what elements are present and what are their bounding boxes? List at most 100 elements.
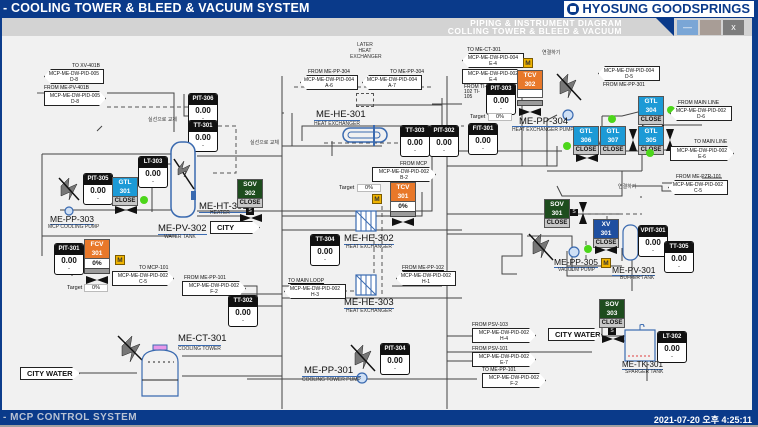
instrument-tag: VPIT-301 bbox=[639, 226, 667, 237]
valve-state: CLOSE bbox=[113, 196, 137, 205]
connector-ref: MCP-ME-DW-PID-002 bbox=[117, 273, 169, 279]
pump-icon bbox=[562, 109, 574, 121]
connector-sheet: E-4 bbox=[489, 61, 497, 67]
manual-mode-button[interactable]: M bbox=[523, 58, 533, 68]
valve-state: CLOSE bbox=[600, 318, 624, 327]
valve-number: 301 bbox=[85, 249, 109, 258]
target-input[interactable]: 0% bbox=[357, 184, 381, 192]
connector-label: TO ME-PP-304 bbox=[390, 69, 425, 75]
valve-number: 301 bbox=[113, 187, 137, 196]
instrument-unit: - bbox=[678, 264, 680, 270]
equipment-desc: COOLING TOWER bbox=[178, 345, 221, 352]
instrument-value: 0.00 bbox=[195, 106, 211, 115]
equipment-desc: HEATER bbox=[210, 210, 230, 216]
connector-sheet: F-2 bbox=[210, 289, 218, 295]
connector-ref: MCP-ME-DW-PID-002 bbox=[672, 182, 724, 188]
equipment-name: ME-TK-301 bbox=[622, 360, 663, 370]
minimize-button[interactable]: — bbox=[677, 20, 698, 35]
city-water-connector[interactable]: CITY WATER bbox=[20, 367, 80, 380]
instrument-tag: LT-303 bbox=[139, 157, 167, 168]
connector-ref: MCP-ME-DW-PID-002 bbox=[467, 71, 519, 77]
valve-number: 301 bbox=[391, 192, 415, 201]
instrument-tag: PIT-303 bbox=[487, 84, 515, 95]
connector-ref: MCP-ME-DW-PID-002 bbox=[478, 330, 530, 336]
instrument-unit: - bbox=[152, 179, 154, 185]
equipment-name: ME-HT-301 bbox=[199, 201, 248, 213]
valve-state: CLOSE bbox=[601, 145, 625, 154]
connector-label: TO MAIN LOOP bbox=[288, 278, 325, 284]
connector-label: FROM PSV-103 bbox=[472, 322, 508, 328]
valve-state: CLOSE bbox=[545, 218, 569, 227]
manual-mode-button[interactable]: M bbox=[372, 194, 382, 204]
target-input[interactable]: 0% bbox=[488, 113, 512, 121]
target-input[interactable]: 0% bbox=[84, 284, 108, 292]
connector-ref: MCP-ME-DW-PID-002 bbox=[478, 354, 530, 360]
valve-type: GTL bbox=[639, 127, 663, 136]
close-button[interactable]: x bbox=[723, 20, 744, 35]
solenoid-icon: S bbox=[570, 209, 578, 216]
connector-ref: MCP-ME-DW-PID-002 bbox=[378, 169, 430, 175]
manual-mode-button[interactable]: M bbox=[601, 258, 611, 268]
connector-sheet: E-6 bbox=[698, 154, 706, 160]
city-water-connector[interactable]: CITY WATER bbox=[548, 328, 602, 341]
instrument-unit: - bbox=[202, 143, 204, 149]
connector-label: FROM TI-102 TI-105 bbox=[464, 84, 487, 100]
hyosung-logo-icon bbox=[567, 3, 580, 15]
instrument-unit: - bbox=[202, 116, 204, 122]
manual-mode-button[interactable]: M bbox=[115, 255, 125, 265]
valve-state: CLOSE bbox=[639, 115, 663, 124]
pump-fault-icon bbox=[350, 344, 376, 372]
city-water-connector[interactable]: CITY WATER bbox=[210, 221, 260, 234]
gate-valve-icon bbox=[602, 335, 624, 343]
maximize-button[interactable] bbox=[700, 20, 721, 35]
window-title: - COOLING TOWER & BLEED & VACUUM SYSTEM bbox=[3, 1, 310, 15]
valve-type: TCV bbox=[518, 71, 542, 80]
pipe bbox=[527, 235, 573, 271]
